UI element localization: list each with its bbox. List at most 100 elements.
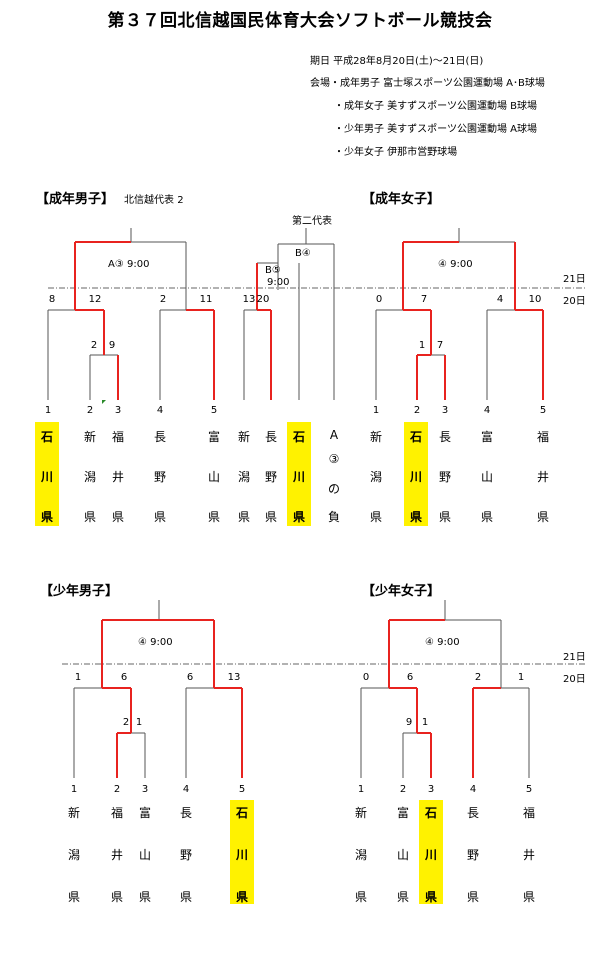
team-name-char: 県 [369,510,382,524]
girls-score: 2 [474,672,482,683]
day-label-21-top: 21日 [563,274,586,285]
team-name-char: 川 [409,470,422,484]
team-name-char: 川 [424,848,437,862]
venue-girls: ・少年女子 伊那市営野球場 [334,147,458,158]
team-name-char: 長 [179,806,192,820]
men-score: 2 [90,340,98,351]
men-game-b4-label: B④ [295,248,311,259]
boys-team-nagano: 長野県 [174,800,198,904]
team-name-char: 山 [138,848,151,862]
women-game-label: ④ 9:00 [438,259,473,270]
team-name-char: 県 [235,890,248,904]
men-score: 9 [108,340,116,351]
team-name-char: ③ [328,452,340,466]
men-score: 20 [256,294,270,305]
team-name-char: 県 [424,890,437,904]
boys-score: 6 [120,672,128,683]
team-name-char: 川 [235,848,248,862]
men-game-a-label: A③ 9:00 [108,259,150,270]
team-name-char: 長 [438,430,451,444]
boys-score: 13 [227,672,241,683]
team-name-char: 県 [110,890,123,904]
women-team-nagano: 長野県 [433,422,457,526]
girls-seed: 2 [399,784,407,795]
team-name-char: 長 [466,806,479,820]
team-name-char: 福 [111,430,124,444]
men-representative-note: 北信越代表 2 [124,195,184,206]
team-name-char: 新 [354,806,367,820]
boys-game-label: ④ 9:00 [138,637,173,648]
women-score: 4 [496,294,504,305]
team-name-char: 県 [67,890,80,904]
men-score: 8 [48,294,56,305]
team-name-char: A [329,428,339,442]
team-name-char: 県 [83,510,96,524]
team-name-char: 富 [396,806,409,820]
girls-team-ishikawa: 石川県 [419,800,443,904]
women-seed: 5 [539,405,547,416]
boys-score: 6 [186,672,194,683]
men-b-team-nagano: 長野県 [259,422,283,526]
girls-score: 9 [405,717,413,728]
women-team-ishikawa: 石川県 [404,422,428,526]
team-name-char: 富 [138,806,151,820]
team-name-char: 野 [466,848,479,862]
team-name-char: 福 [536,430,549,444]
team-name-char: 県 [138,890,151,904]
men-score: 12 [88,294,102,305]
boys-seed: 2 [113,784,121,795]
girls-game-label: ④ 9:00 [425,637,460,648]
team-name-char: 石 [409,430,422,444]
team-name-char: 潟 [237,470,250,484]
green-marker [102,400,106,404]
section-title-boys: 【少年男子】 [40,584,119,599]
men-seed: 4 [156,405,164,416]
venue-boys: ・少年男子 美すずスポーツ公園運動場 A球場 [334,124,537,135]
men-game-b5-label: B⑤ [265,265,281,276]
men-seed: 2 [86,405,94,416]
boys-seed: 4 [182,784,190,795]
team-name-char: 井 [111,470,124,484]
girls-seed: 4 [469,784,477,795]
women-seed: 3 [441,405,449,416]
section-title-women: 【成年女子】 [362,192,441,207]
women-seed: 2 [413,405,421,416]
men-score: 13 [242,294,256,305]
team-name-char: 県 [111,510,124,524]
team-name-char: 県 [292,510,305,524]
women-score: 0 [375,294,383,305]
women-seed: 4 [483,405,491,416]
team-name-char: 県 [354,890,367,904]
team-name-char: 石 [424,806,437,820]
team-name-char: 井 [522,848,535,862]
team-name-char: 長 [264,430,277,444]
girls-seed: 3 [427,784,435,795]
team-name-char: 県 [480,510,493,524]
team-name-char: 県 [522,890,535,904]
men-team-nagano: 長野県 [148,422,172,526]
team-name-char: 県 [438,510,451,524]
girls-score: 1 [517,672,525,683]
team-name-char: 山 [207,470,220,484]
team-name-char: 山 [480,470,493,484]
girls-seed: 5 [525,784,533,795]
boys-seed: 1 [70,784,78,795]
girls-seed: 1 [357,784,365,795]
section-title-girls: 【少年女子】 [362,584,441,599]
girls-score: 1 [421,717,429,728]
team-name-char: 富 [207,430,220,444]
team-name-char: 県 [237,510,250,524]
team-name-char: 潟 [83,470,96,484]
venue-women: ・成年女子 美すずスポーツ公園運動場 B球場 [334,101,538,112]
section-title-men: 【成年男子】北信越代表 2 [36,188,184,207]
team-name-char: 富 [480,430,493,444]
team-name-char: 県 [40,510,53,524]
boys-team-niigata: 新潟県 [62,800,86,904]
team-name-char: 県 [264,510,277,524]
men-b-team-ishikawa: 石川県 [287,422,311,526]
team-name-char: 潟 [67,848,80,862]
team-name-char: 県 [207,510,220,524]
day-label-21-bottom: 21日 [563,652,586,663]
boys-team-ishikawa: 石川県 [230,800,254,904]
